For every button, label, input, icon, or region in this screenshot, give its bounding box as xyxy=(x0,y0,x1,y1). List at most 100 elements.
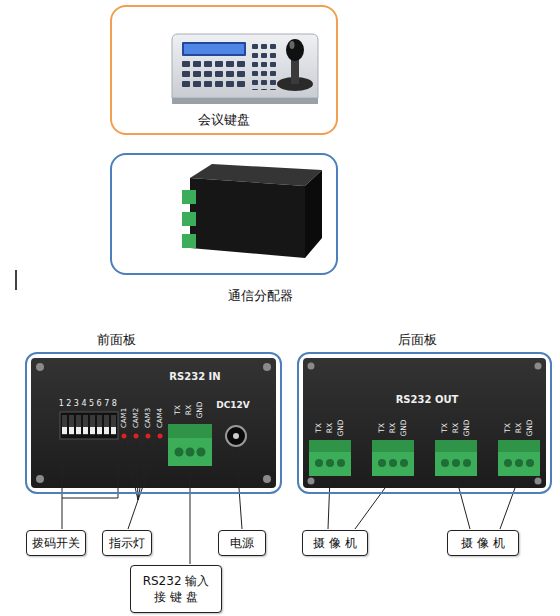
terminal-block xyxy=(498,440,540,476)
led xyxy=(122,434,127,439)
device-frame: 通信分配器 xyxy=(110,153,338,275)
callout-text: 拨码开关 xyxy=(32,535,80,551)
terminal-screw xyxy=(315,459,323,467)
power-jack-pin xyxy=(233,433,239,439)
keyboard-body xyxy=(172,34,318,98)
callout-box: 摄 像 机 xyxy=(447,530,519,556)
terminal-block xyxy=(309,440,351,476)
led xyxy=(158,434,163,439)
callout-box: 摄 像 机 xyxy=(302,530,368,556)
leader-line xyxy=(456,477,519,529)
panel-label: RX xyxy=(326,423,334,433)
leader-line xyxy=(62,440,118,529)
callout-text: 指示灯 xyxy=(109,535,145,551)
callout-box: 指示灯 xyxy=(102,530,152,556)
panel-label: RX xyxy=(389,423,397,433)
callout-text: 摄 像 机 xyxy=(313,535,357,551)
panel-label: GND xyxy=(196,401,204,418)
panel-label: CAM3 xyxy=(145,408,152,428)
callout-text: 摄 像 机 xyxy=(461,535,505,551)
terminal-screw xyxy=(526,459,534,467)
device-label: 会议键盘 xyxy=(112,111,336,129)
leader-line xyxy=(124,439,160,529)
panel-label: RS232 OUT xyxy=(396,395,459,405)
green-connector xyxy=(182,234,196,248)
box-side xyxy=(305,170,322,258)
back-panel-plate xyxy=(303,358,546,488)
green-connector xyxy=(182,190,196,204)
device-frame: 会议键盘 xyxy=(110,5,338,135)
terminal-screw xyxy=(400,459,408,467)
dip-switch-slots xyxy=(62,415,118,436)
panel-label: GND xyxy=(463,419,471,436)
terminal-block xyxy=(372,440,414,476)
dip-switch xyxy=(60,412,118,439)
panel-label: TX xyxy=(504,423,512,433)
screw xyxy=(308,478,315,485)
terminal-screw xyxy=(326,459,334,467)
terminal-top xyxy=(168,424,212,438)
callout-box: RS232 输入 接 键 盘 xyxy=(130,565,222,613)
terminal-block xyxy=(498,440,540,476)
panel-label: GND xyxy=(526,419,534,436)
callout-text: RS232 输入 接 键 盘 xyxy=(140,573,212,605)
terminal-screw xyxy=(186,448,195,457)
panel-label: RS232 IN xyxy=(169,372,220,382)
screw xyxy=(535,363,542,370)
leader-line xyxy=(190,468,191,564)
panel-label: RX xyxy=(515,423,523,433)
screw xyxy=(36,475,44,483)
screw xyxy=(263,475,271,483)
device-label: 通信分配器 xyxy=(148,287,372,305)
panel-label: CAM2 xyxy=(133,408,140,428)
terminal-screw xyxy=(463,459,471,467)
terminal-block xyxy=(435,440,477,476)
terminal-screw xyxy=(452,459,460,467)
panel-heading: 前面板 xyxy=(97,331,136,349)
terminal-screw xyxy=(515,459,523,467)
screw xyxy=(36,363,44,371)
screw xyxy=(535,478,542,485)
callout-text: 电源 xyxy=(230,535,254,551)
panel-label: TX xyxy=(378,423,386,433)
terminal-top xyxy=(372,440,414,452)
terminal-screw xyxy=(337,459,345,467)
terminal-block xyxy=(435,440,477,476)
keyboard-lcd xyxy=(182,42,246,56)
joystick-highlight xyxy=(290,41,295,49)
panel-label: 12345678 xyxy=(59,400,120,408)
terminal-block xyxy=(309,440,351,476)
panel-heading: 后面板 xyxy=(398,331,437,349)
led xyxy=(146,434,151,439)
leader-line xyxy=(236,447,242,529)
leader-lines xyxy=(62,439,519,564)
screw xyxy=(308,363,315,370)
terminal-screw xyxy=(504,459,512,467)
cursor-mark xyxy=(15,270,17,290)
callout-box: 拨码开关 xyxy=(26,530,86,556)
panel-label: GND xyxy=(400,419,408,436)
panel-label: CAM4 xyxy=(157,408,164,428)
terminal-block xyxy=(372,440,414,476)
panel-label: RX xyxy=(185,405,193,415)
power-jack xyxy=(226,426,246,446)
panel-frame: 后面板 xyxy=(297,352,552,494)
keyboard-keys xyxy=(252,44,276,90)
terminal-screw xyxy=(389,459,397,467)
keyboard-lcd-screen xyxy=(184,44,244,54)
terminal-top xyxy=(309,440,351,452)
terminal-top xyxy=(435,440,477,452)
panel-label: TX xyxy=(441,423,449,433)
joystick-knob xyxy=(286,39,304,61)
terminal-screw xyxy=(441,459,449,467)
leader-line xyxy=(328,477,393,529)
keyboard-edge xyxy=(172,98,318,104)
terminal-top xyxy=(498,440,540,452)
terminal-screw xyxy=(378,459,386,467)
green-connector xyxy=(182,212,196,226)
box-front xyxy=(190,178,305,258)
panel-label: DC12V xyxy=(216,401,250,410)
panel-label: CAM1 xyxy=(121,408,128,428)
